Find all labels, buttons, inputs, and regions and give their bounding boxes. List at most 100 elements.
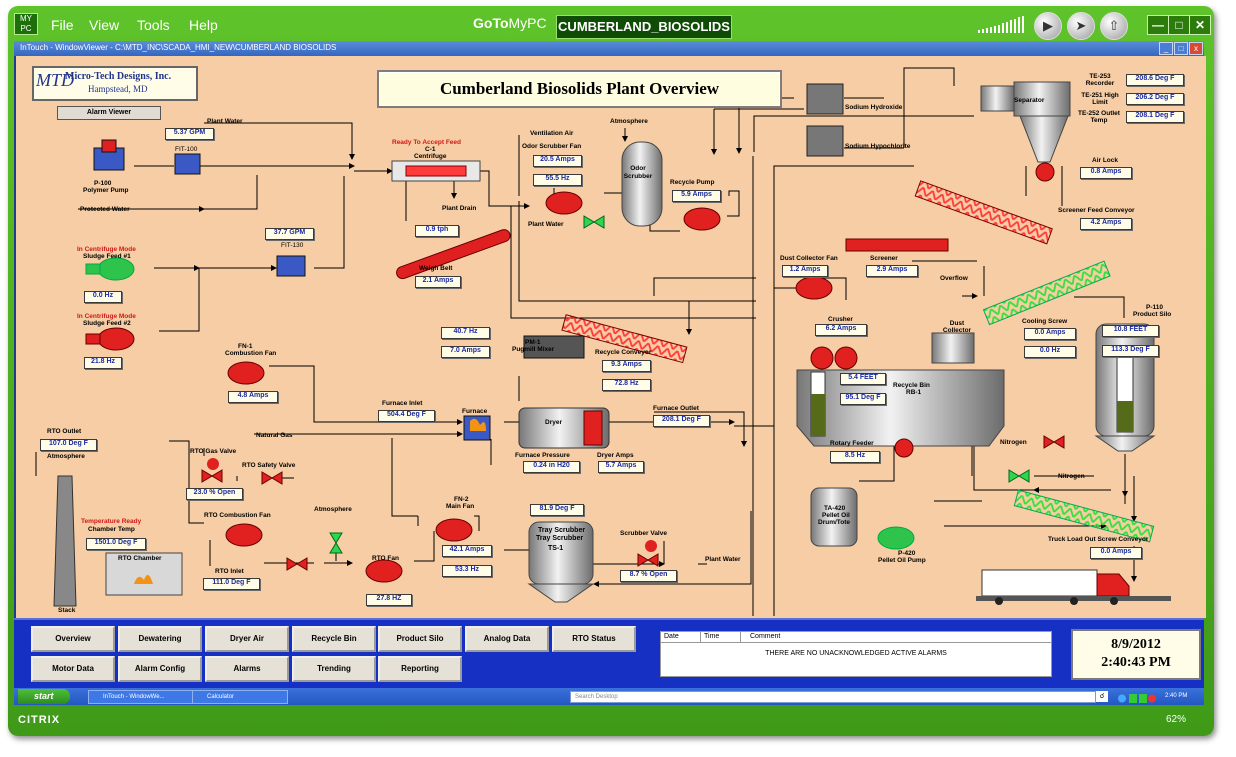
value-sludge2-hz: 21.8 Hz [84,357,122,369]
nav-analog-data[interactable]: Analog Data [465,626,549,652]
label-p420: P-420 [898,550,916,557]
value-dryer-amps: 5.7 Amps [598,461,644,473]
label-sludge-feed-2: Sludge Feed #2 [83,320,131,327]
menu-help[interactable]: Help [189,17,218,33]
start-button[interactable]: start [18,689,70,704]
label-stack: Stack [58,607,76,614]
value-furnace-inlet: 504.4 Deg F [378,410,435,422]
value-te253: 208.6 Deg F [1126,74,1184,86]
value-silo-level: 10.8 FEET [1102,325,1159,337]
value-rto-inlet: 111.0 Deg F [203,578,260,590]
value-pm1-hz: 40.7 Hz [441,327,490,339]
label-plant-drain: Plant Drain [442,205,477,212]
label-tray-scrubber-name: Tray Scrubber [536,535,584,542]
label-rto-fan: RTO Fan [372,555,399,562]
process-diagram [35,67,1171,616]
menu-view[interactable]: View [89,17,120,33]
label-plant-water-bottom: Plant Water [705,556,741,563]
label-c1: C-1 [425,146,436,153]
label-furnace-inlet: Furnace Inlet [382,400,423,407]
nav-product-silo[interactable]: Product Silo [378,626,462,652]
label-furnace: Furnace [462,408,488,415]
menu-tools[interactable]: Tools [137,17,170,33]
volume-icon[interactable]: ▶ [1034,12,1062,40]
label-p110: P-110 [1146,304,1163,311]
nav-alarms[interactable]: Alarms [205,656,289,682]
label-protected-water: Protected Water [80,206,130,213]
label-pm1: PM-1 [525,339,541,346]
task-intouch[interactable]: InTouch - WindowWe... [88,690,200,704]
intouch-minimize[interactable]: _ [1159,42,1173,55]
value-odor-fan-amps: 20.5 Amps [533,155,582,167]
value-recycle-pump-amps: 5.9 Amps [672,190,721,202]
intouch-title: InTouch - WindowViewer - C:\MTD_INC\SCAD… [20,43,337,52]
label-chamber-temp: Chamber Temp [88,526,135,533]
label-rb1: RB-1 [906,389,922,396]
value-fn2-amps: 42.1 Amps [442,545,492,557]
menu-file[interactable]: File [51,17,74,33]
label-rto-gas-valve: RTO Gas Valve [190,448,237,455]
nav-recycle-bin[interactable]: Recycle Bin [292,626,376,652]
value-cooling-amps: 0.0 Amps [1024,328,1076,340]
nav-rto-status[interactable]: RTO Status [552,626,636,652]
label-cooling-screw: Cooling Screw [1022,318,1068,325]
label-crusher: Crusher [828,316,853,323]
value-dc-fan-amps: 1.2 Amps [782,265,828,277]
alarm-viewer-button[interactable]: Alarm Viewer [57,106,161,120]
minimize-button[interactable]: — [1147,15,1169,35]
label-nitrogen-1: Nitrogen [1000,439,1027,446]
task-calculator[interactable]: Calculator [192,690,288,704]
label-atmosphere: Atmosphere [610,118,648,125]
alarm-summary-table[interactable]: Date Time Comment THERE ARE NO UNACKNOWL… [660,631,1052,677]
search-icon[interactable]: ☌ [1096,691,1108,702]
value-crusher-amps: 6.2 Amps [815,324,867,336]
label-overflow: Overflow [940,275,968,282]
nav-dewatering[interactable]: Dewatering [118,626,202,652]
label-recycle-conveyor: Recycle Conveyor [595,349,652,356]
transfer-icon[interactable]: ➤ [1067,12,1095,40]
logo-location: Hampstead, MD [88,84,148,94]
maximize-button[interactable]: □ [1168,15,1190,35]
label-fit100: FIT-100 [175,146,198,153]
label-scrubber-valve: Scrubber Valve [620,530,667,537]
label-main-fan: Main Fan [446,503,475,510]
nav-reporting[interactable]: Reporting [378,656,462,682]
label-sodium-hydroxide: Sodium Hydroxide [845,104,903,111]
nav-motor-data[interactable]: Motor Data [31,656,115,682]
label-natural-gas: Natural Gas [256,432,293,439]
value-rotary-feeder-hz: 8.5 Hz [830,451,880,463]
signal-strength-icon [976,16,1028,34]
zoom-level: 62% [1166,714,1187,725]
alarm-col-time: Time [701,632,741,642]
value-cooling-hz: 0.0 Hz [1024,346,1076,358]
intouch-titlebar [14,41,1204,56]
value-te252: 208.1 Deg F [1126,111,1184,123]
logo-mark: MTD [36,70,75,90]
close-button[interactable]: ✕ [1189,15,1211,35]
taskbar-clock: 2:40 PM [1165,693,1188,699]
label-dryer-amps: Dryer Amps [597,452,634,459]
intouch-restore[interactable]: □ [1174,42,1188,55]
system-tray-icons[interactable] [1117,691,1157,703]
search-desktop-input[interactable]: Search Desktop [570,691,1096,703]
value-polymer-gpm: 5.37 GPM [165,128,214,140]
upload-icon[interactable]: ⇧ [1100,12,1128,40]
value-tray-scrubber-temp: 81.9 Deg F [530,504,584,516]
label-combustion-fan: Combustion Fan [225,350,277,357]
nav-dryer-air[interactable]: Dryer Air [205,626,289,652]
value-rto-fan-hz: 27.8 HZ [366,594,412,606]
nav-overview[interactable]: Overview [31,626,115,652]
nav-trending[interactable]: Trending [292,656,376,682]
value-screener-amps: 2.9 Amps [866,265,918,277]
label-dryer: Dryer [545,419,562,426]
label-polymer-pump: Polymer Pump [83,187,129,194]
nav-alarm-config[interactable]: Alarm Config [118,656,202,682]
label-centrifuge-mode-1: In Centrifuge Mode [77,246,136,253]
value-rto-gas-valve: 23.0 % Open [186,488,243,500]
intouch-close[interactable]: x [1189,42,1203,55]
gotomypc-brand: GoToMyPC [473,15,547,31]
label-air-lock: Air Lock [1092,157,1119,164]
label-sodium-hypochlorite: Sodium Hypochlorite [845,143,911,150]
value-furnace-outlet: 208.1 Deg F [653,415,710,427]
